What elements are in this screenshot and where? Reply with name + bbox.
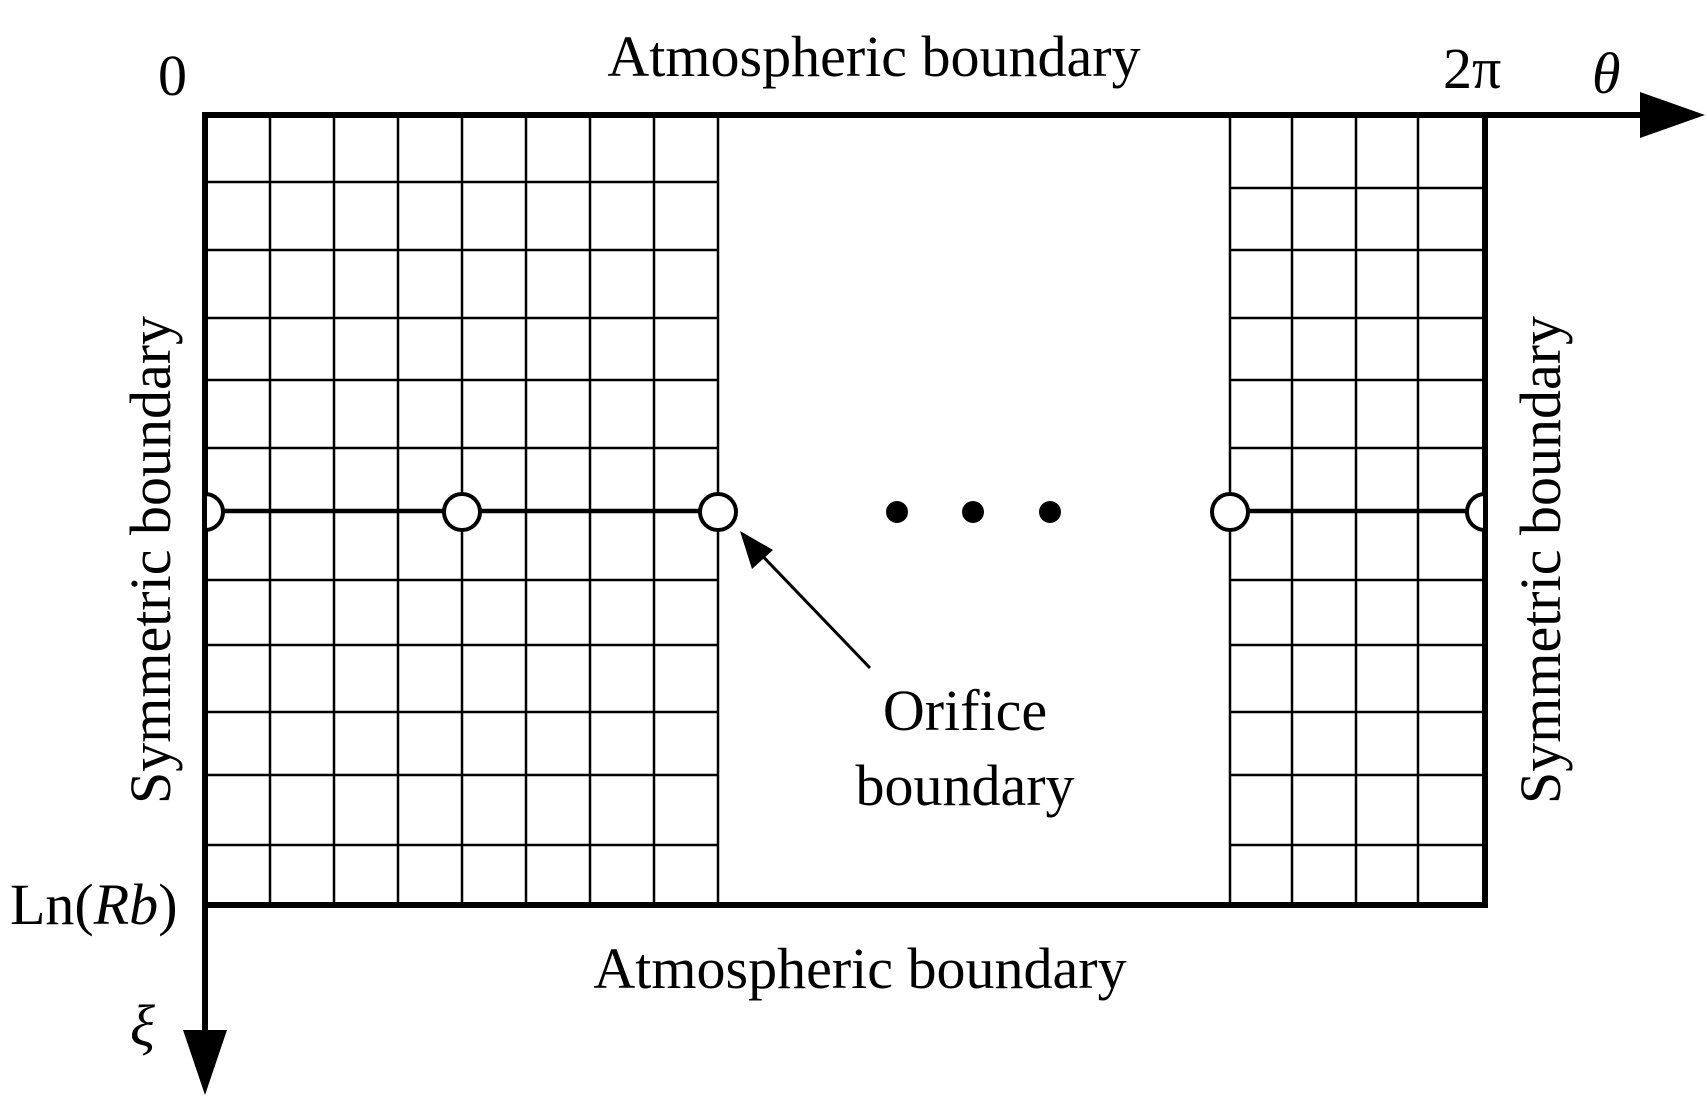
bottom-boundary-label: Atmospheric boundary <box>593 936 1126 1001</box>
theta-end-label: 2π <box>1443 36 1501 101</box>
orifice-pointer-arrow <box>740 531 872 670</box>
orifice-circle <box>698 492 738 532</box>
top-boundary-label: Atmospheric boundary <box>607 24 1140 89</box>
ellipsis-dot <box>1039 501 1061 523</box>
theta-origin-label: 0 <box>158 43 187 108</box>
theta-axis-label: θ <box>1592 41 1621 106</box>
xi-end-label-suffix: ) <box>158 872 177 937</box>
orifice-half-circle-left <box>203 491 225 533</box>
xi-axis-label: ξ <box>130 993 155 1058</box>
theta-axis-arrowhead <box>1640 92 1705 138</box>
right-boundary-label: Symmetric boundary <box>1508 316 1573 804</box>
orifice-label-line1: Orifice <box>883 678 1047 743</box>
ellipsis-dot <box>886 501 908 523</box>
xi-end-label-variable: Rb <box>93 872 158 937</box>
xi-end-label: Ln(Rb) <box>10 872 178 937</box>
ellipsis-dot <box>962 501 984 523</box>
xi-axis-arrowhead <box>183 1030 227 1095</box>
orifice-label-line2: boundary <box>855 753 1074 818</box>
orifice-circle <box>1210 492 1250 532</box>
xi-end-label-prefix: Ln( <box>10 872 94 937</box>
right-mesh-grid <box>1228 115 1485 905</box>
continuation-dots <box>886 501 1061 523</box>
left-boundary-label: Symmetric boundary <box>118 316 183 804</box>
orifice-half-circle-right <box>1465 491 1487 533</box>
xi-axis <box>183 112 227 1095</box>
orifice-circle <box>442 492 482 532</box>
theta-axis <box>202 92 1705 138</box>
orifice-markers <box>203 491 1487 533</box>
